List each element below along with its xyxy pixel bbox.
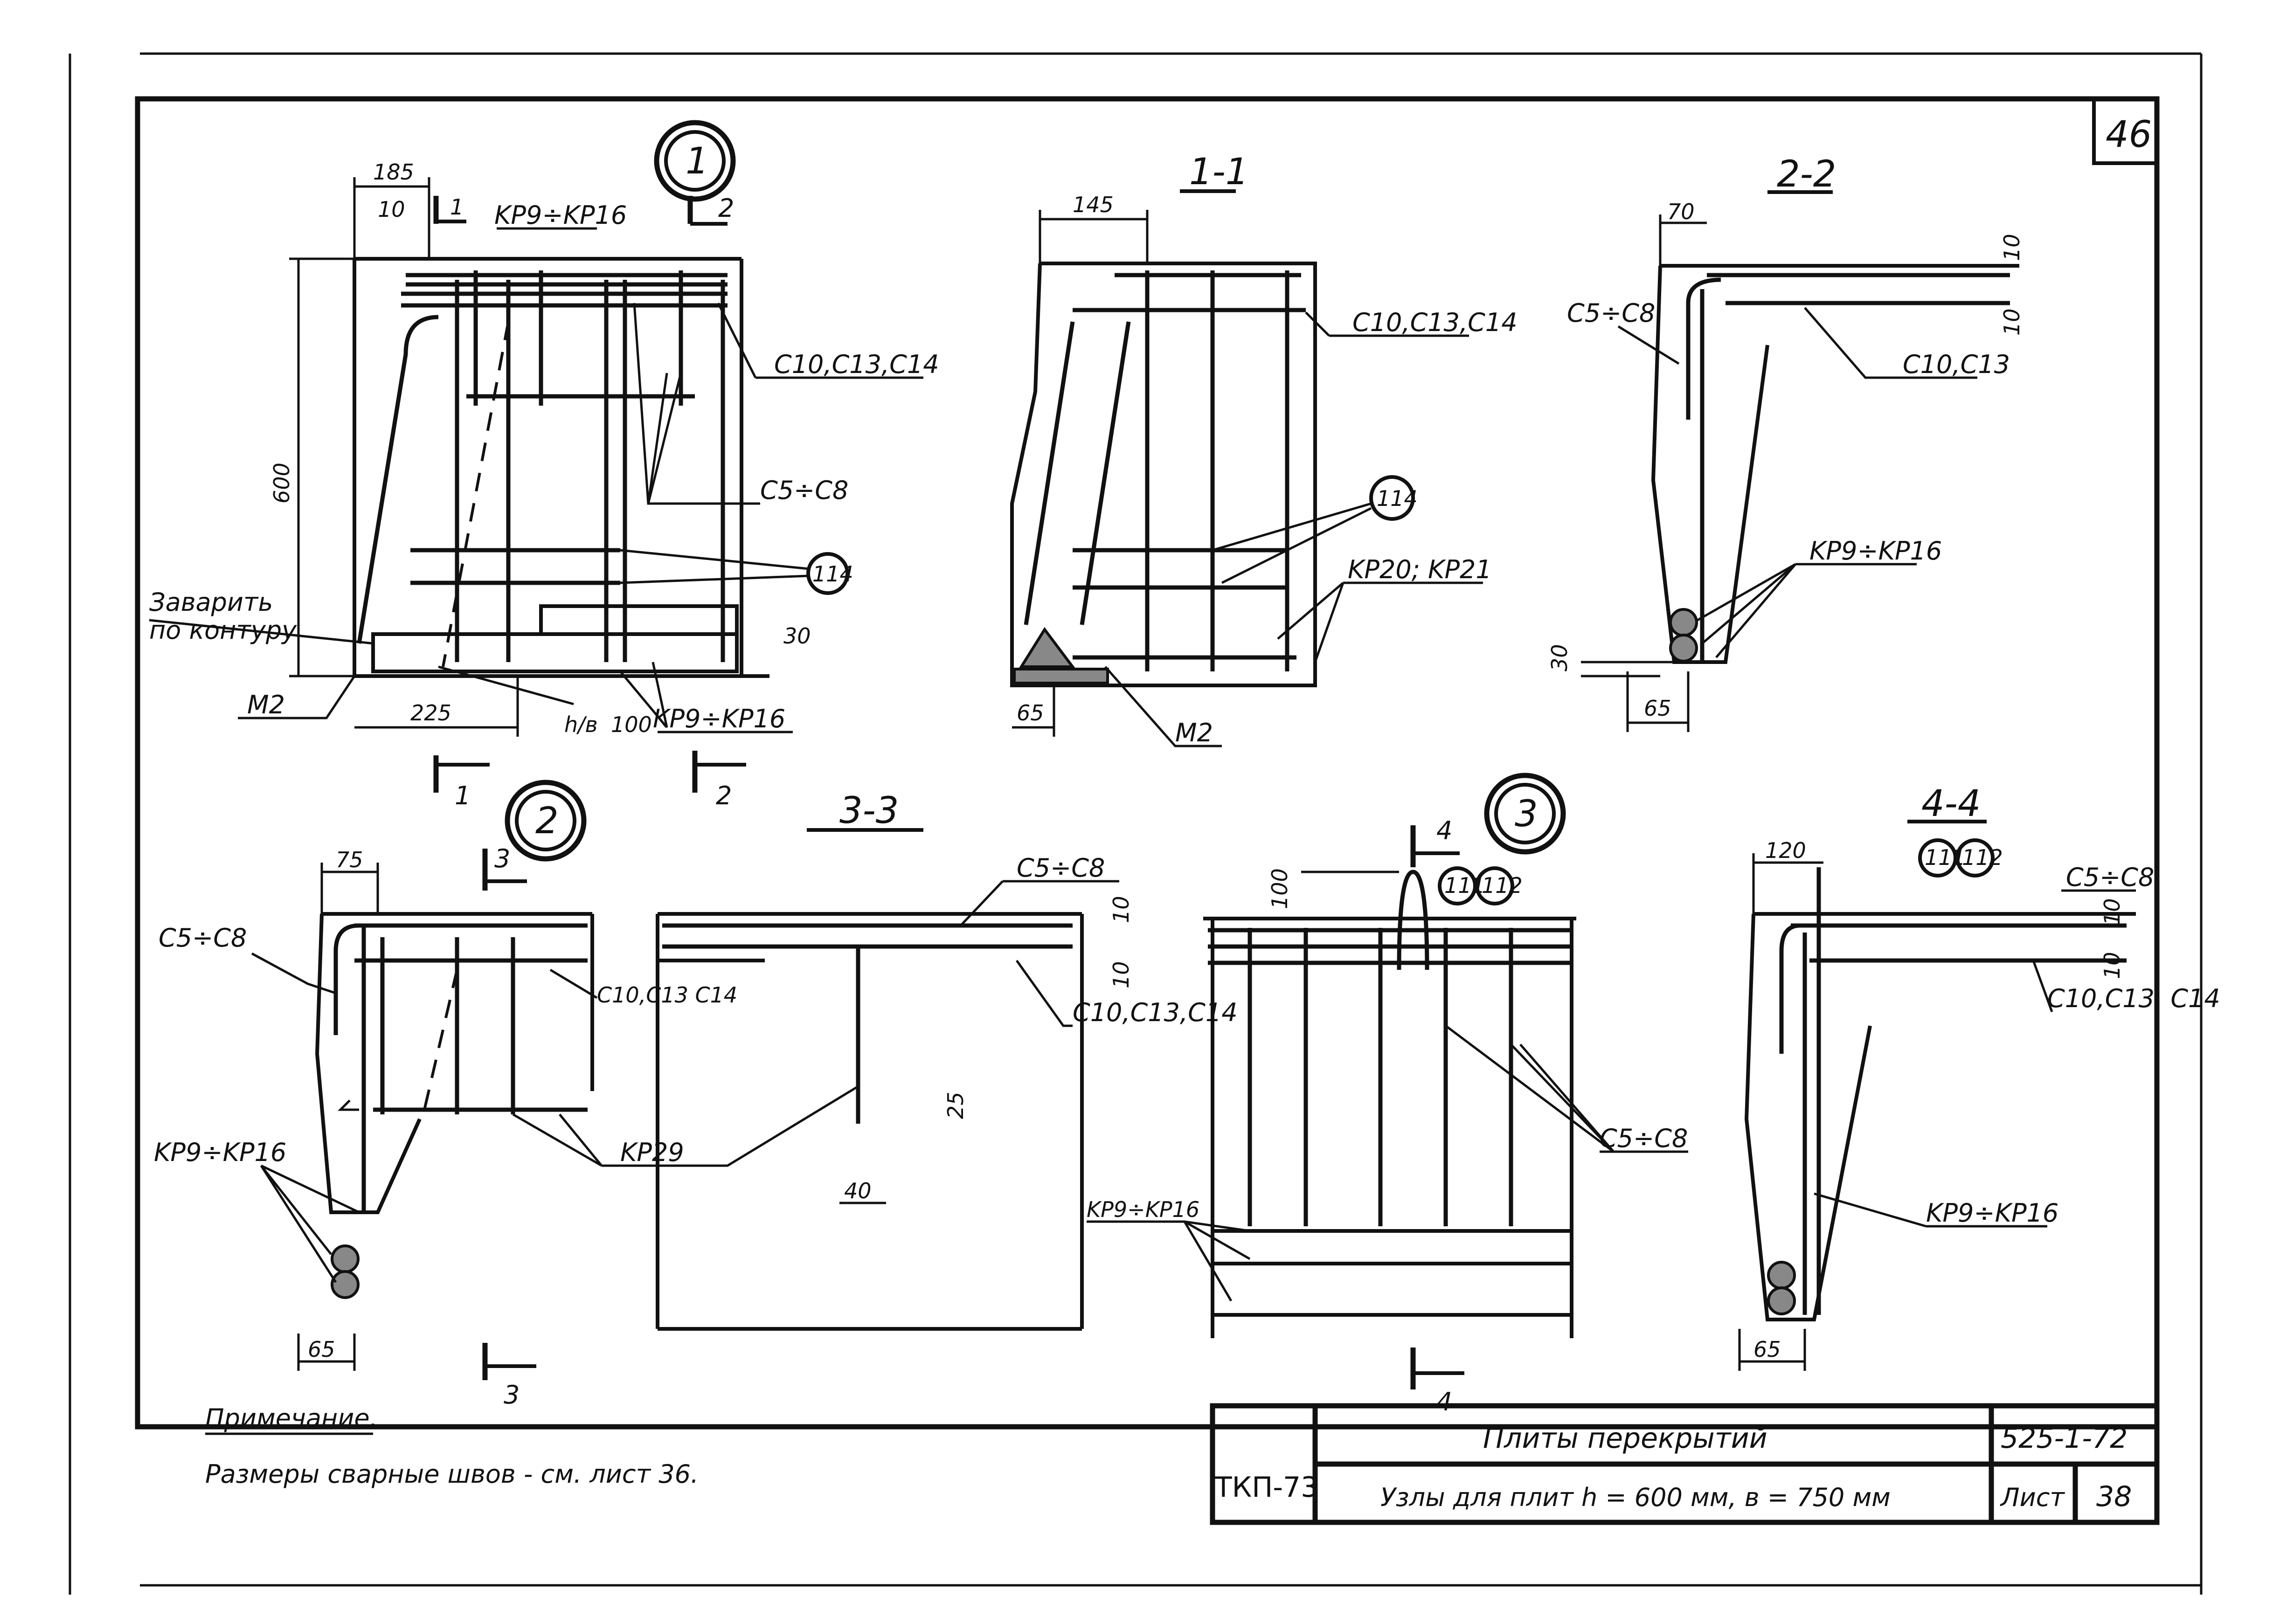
label-kp20-kp21: KP20; KP21 [1348, 555, 1492, 584]
dim-30: 30 [783, 623, 811, 649]
label-kp9-kp16-s22: KP9÷KP16 [1809, 536, 1942, 566]
title-block-series: 525-1-72 [2001, 1422, 2128, 1455]
section-1-1: 1-1 145 114 C10,C13,C14 KP20; KP21 65 [1010, 151, 1518, 747]
section-mark-1-top: 1 [450, 194, 464, 220]
dim-65-s22: 65 [1644, 696, 1671, 721]
label-c5-c8-s22: C5÷C8 [1567, 298, 1655, 328]
note-title: Примечание. [205, 1403, 378, 1433]
label-c5-c8-s44: C5÷C8 [2066, 863, 2154, 892]
dim-30-s22: 30 [1547, 644, 1572, 671]
label-c5-c8-node2: C5÷C8 [159, 923, 247, 953]
label-kp9-kp16-node1-b: KP9÷KP16 [653, 704, 785, 733]
section-4-4-title: 4-4 [1921, 783, 1981, 825]
dim-65-s11: 65 [1017, 700, 1044, 726]
dim-100: 100 [611, 712, 652, 737]
dim-225: 225 [410, 700, 451, 726]
section-3-3-title: 3-3 [839, 790, 899, 832]
title-block: ТКП-73 Плиты перекрытий Узлы для плит h … [1210, 1403, 2160, 1525]
label-kp9-kp16-node2: KP9÷KP16 [154, 1138, 286, 1167]
note-text: Размеры сварные швов - см. лист 36. [205, 1459, 699, 1489]
section-2-2: 2-2 70 C5÷C8 C10,C13 KP9÷KP16 10 10 30 6… [1547, 153, 2024, 732]
dim-65-node2: 65 [308, 1337, 335, 1362]
dim-10-s22-a: 10 [1999, 234, 2024, 261]
node-3-detail: 3 4 111 112 100 KP9÷KP16 C5÷C8 [1087, 773, 1688, 1417]
label-c5-c8-s33: C5÷C8 [1017, 853, 1105, 883]
section-3-3: 3-3 C5÷C8 C10,C13,C14 KP29 40 25 10 10 [512, 790, 1238, 1331]
label-c10c13c14-node2: C10,C13 C14 [597, 982, 737, 1008]
title-block-sheet-label: Лист [2000, 1483, 2065, 1512]
label-c5-c8-node1: C5÷C8 [760, 476, 848, 505]
label-114-s11: 114 [1377, 486, 1418, 511]
dim-65-s44: 65 [1753, 1337, 1781, 1362]
dim-120: 120 [1765, 838, 1806, 863]
label-h-over-b: h/в [564, 712, 598, 737]
node-2-detail: 2 75 C5÷C8 C10,C13 C14 KP9÷KP16 65 3 [154, 780, 737, 1410]
label-114-node1: 114 [812, 561, 853, 587]
node-3-label: 3 [1515, 793, 1538, 835]
dim-600: 600 [269, 463, 294, 504]
section-mark-3-top: 3 [494, 844, 510, 873]
dim-70: 70 [1667, 199, 1695, 224]
label-m2-s11: M2 [1175, 718, 1213, 747]
label-zavarit: Заварить [149, 587, 273, 617]
label-112-s44: 112 [1962, 845, 2003, 870]
dim-10-s22-b: 10 [1999, 308, 2024, 336]
label-c10-c13-c14-s44: C10,C13, C14 [2047, 984, 2220, 1013]
dim-145: 145 [1073, 192, 1114, 217]
label-c10-c13-s22: C10,C13 [1903, 350, 2010, 379]
dim-75: 75 [336, 847, 363, 872]
section-2-2-title: 2-2 [1777, 153, 1836, 195]
section-mark-4-bottom: 4 [1436, 1387, 1452, 1417]
dim-185: 185 [373, 159, 414, 185]
section-4-4: 4-4 120 111 112 C5÷C8 C10,C13, C14 KP9÷K… [1738, 783, 2220, 1371]
node-2-label: 2 [535, 800, 559, 842]
dim-25: 25 [943, 1092, 968, 1119]
label-kp9-kp16-node3: KP9÷KP16 [1087, 1197, 1199, 1222]
label-m2-node1: M2 [247, 690, 285, 719]
section-mark-2-bottom: 2 [716, 781, 732, 810]
section-mark-4-top: 4 [1436, 816, 1452, 845]
label-kp9-kp16-node1: KP9÷KP16 [494, 200, 627, 230]
drawing-frame [135, 96, 2160, 1430]
dim-10: 10 [378, 197, 405, 222]
node-1-detail: 1 600 185 10 [149, 120, 939, 810]
section-mark-3-bottom: 3 [504, 1380, 520, 1410]
section-1-1-title: 1-1 [1189, 151, 1248, 193]
label-po-konturu: по контуру [149, 615, 297, 645]
label-kp29: KP29 [620, 1138, 684, 1167]
title-block-title: Плиты перекрытий [1483, 1422, 1767, 1455]
title-block-sheet-number: 38 [2096, 1480, 2132, 1513]
label-kp9-kp16-s44: KP9÷KP16 [1926, 1198, 2058, 1228]
node-1-label: 1 [686, 140, 709, 182]
dim-10-s44-a: 10 [2100, 898, 2125, 926]
section-mark-2-top: 2 [718, 193, 734, 223]
section-mark-1-bottom: 1 [455, 781, 471, 810]
dim-40: 40 [844, 1178, 872, 1203]
label-c10-c13-c14-node1: C10,C13,C14 [774, 350, 939, 379]
title-block-org: ТКП-73 [1214, 1471, 1318, 1504]
dim-10-s44-b: 10 [2100, 952, 2125, 979]
sheet-number-top: 46 [2106, 114, 2152, 156]
dim-100-node3: 100 [1267, 868, 1292, 909]
label-c10-c13-c14-s33: C10,C13,C14 [1073, 998, 1238, 1027]
label-c5-c8-node3: C5÷C8 [1600, 1124, 1688, 1153]
dim-10-s33-b: 10 [1109, 961, 1134, 988]
label-112-node3: 112 [1482, 873, 1523, 898]
label-c10-c13-c14-s11: C10,C13,C14 [1352, 308, 1518, 337]
title-block-subtitle: Узлы для плит h = 600 мм, в = 750 мм [1380, 1483, 1891, 1512]
dim-10-s33-a: 10 [1109, 896, 1134, 923]
